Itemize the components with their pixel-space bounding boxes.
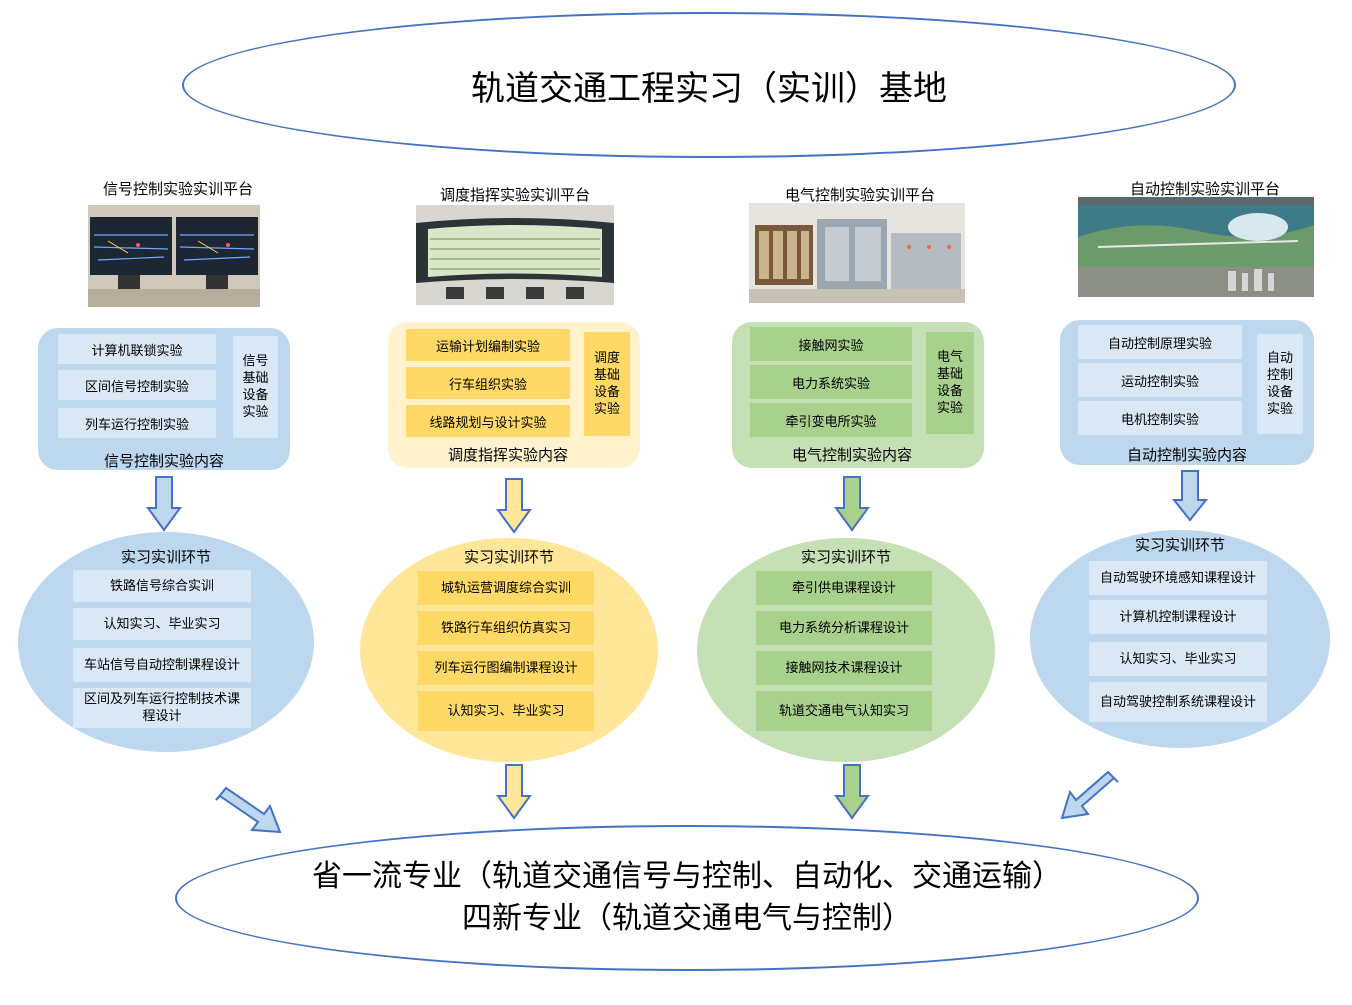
- item-electrical-2: 电力系统实验: [750, 365, 912, 399]
- platform-title-signal: 信号控制实验实训平台: [102, 180, 253, 198]
- item-signal-2: 区间信号控制实验: [58, 370, 216, 400]
- circle-item-dispatch-3: 列车运行图编制课程设计: [418, 651, 594, 685]
- caption-automation: 自动控制实验内容: [1126, 446, 1247, 464]
- platform-title-electrical: 电气控制实验实训平台: [784, 186, 935, 204]
- circle-item-signal-1: 铁路信号综合实训: [73, 570, 251, 602]
- arrow-down-dispatch-2: [496, 764, 532, 820]
- circle-title-electrical: 实习实训环节: [800, 548, 891, 566]
- circle-item-electrical-1: 牵引供电课程设计: [756, 571, 932, 605]
- item-automation-1: 自动控制原理实验: [1078, 325, 1242, 359]
- circle-title-signal: 实习实训环节: [120, 548, 211, 566]
- arrow-down-electrical-2: [834, 764, 870, 820]
- item-electrical-1: 接触网实验: [750, 327, 912, 361]
- circle-item-electrical-3: 接触网技术课程设计: [756, 651, 932, 685]
- caption-dispatch: 调度指挥实验内容: [447, 446, 568, 464]
- item-dispatch-2: 行车组织实验: [406, 367, 570, 399]
- item-signal-3: 列车运行控制实验: [58, 408, 216, 438]
- item-automation-2: 运动控制实验: [1078, 363, 1242, 397]
- circle-item-automation-2: 计算机控制课程设计: [1089, 600, 1267, 634]
- electrical-lab-photo: [749, 203, 965, 303]
- major-line-2: 四新专业（轨道交通电气与控制）: [462, 901, 912, 936]
- base-title-ellipse: 轨道交通工程实习（实训）基地: [182, 12, 1236, 158]
- side-signal: 信号基础设备实验: [233, 336, 278, 438]
- caption-signal: 信号控制实验内容: [103, 452, 224, 470]
- item-dispatch-3: 线路规划与设计实验: [406, 405, 570, 437]
- arrow-down-dispatch: [496, 478, 532, 534]
- automation-lab-photo: [1078, 197, 1314, 297]
- arrow-down-signal: [146, 476, 182, 532]
- arrow-down-electrical: [834, 476, 870, 532]
- circle-item-signal-3: 车站信号自动控制课程设计: [73, 648, 251, 682]
- item-automation-3: 电机控制实验: [1078, 401, 1242, 435]
- circle-item-electrical-4: 轨道交通电气认知实习: [756, 691, 932, 731]
- circle-item-dispatch-2: 铁路行车组织仿真实习: [418, 611, 594, 645]
- base-title: 轨道交通工程实习（实训）基地: [471, 68, 947, 109]
- circle-title-dispatch: 实习实训环节: [463, 548, 554, 566]
- arrow-down-automation: [1171, 470, 1209, 522]
- circle-item-dispatch-1: 城轨运营调度综合实训: [418, 571, 594, 605]
- major-ellipse: 省一流专业（轨道交通信号与控制、自动化、交通运输） 四新专业（轨道交通电气与控制…: [175, 825, 1199, 971]
- circle-title-automation: 实习实训环节: [1134, 536, 1225, 554]
- caption-electrical: 电气控制实验内容: [791, 446, 912, 464]
- signal-lab-photo: [88, 205, 260, 307]
- circle-item-dispatch-4: 认知实习、毕业实习: [418, 691, 594, 731]
- circle-item-electrical-2: 电力系统分析课程设计: [756, 611, 932, 645]
- circle-item-signal-4: 区间及列车运行控制技术课程设计: [73, 688, 251, 728]
- dispatch-lab-photo: [416, 205, 614, 305]
- item-signal-1: 计算机联锁实验: [58, 334, 216, 364]
- arrow-diagonal-automation: [1060, 770, 1119, 820]
- side-automation: 自动控制设备实验: [1257, 334, 1303, 434]
- item-dispatch-1: 运输计划编制实验: [406, 329, 570, 361]
- item-electrical-3: 牵引变电所实验: [750, 403, 912, 437]
- circle-item-signal-2: 认知实习、毕业实习: [73, 608, 251, 640]
- side-electrical: 电气基础设备实验: [926, 332, 974, 434]
- arrow-diagonal-signal: [215, 786, 282, 834]
- major-line-1: 省一流专业（轨道交通信号与控制、自动化、交通运输）: [312, 859, 1062, 894]
- platform-title-dispatch: 调度指挥实验实训平台: [439, 186, 590, 204]
- platform-title-automation: 自动控制实验实训平台: [1129, 180, 1280, 198]
- side-dispatch: 调度基础设备实验: [584, 332, 630, 436]
- circle-item-automation-4: 自动驾驶控制系统课程设计: [1089, 682, 1267, 722]
- circle-item-automation-1: 自动驾驶环境感知课程设计: [1089, 561, 1267, 595]
- circle-item-automation-3: 认知实习、毕业实习: [1089, 642, 1267, 676]
